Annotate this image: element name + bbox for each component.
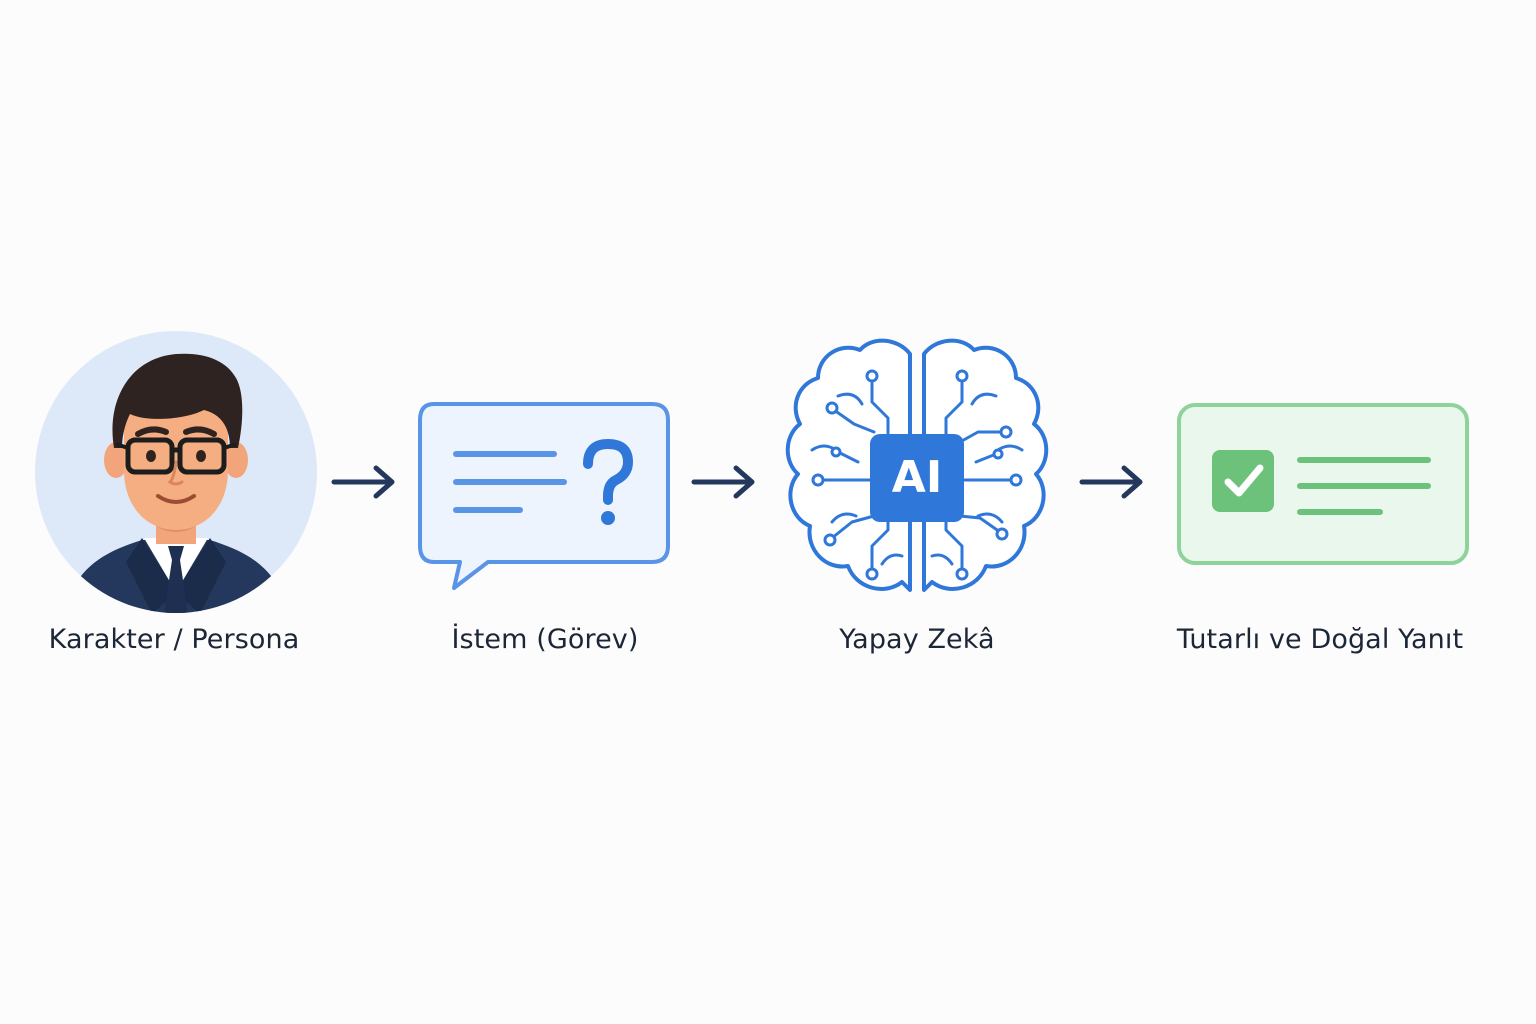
checked-response-card-icon [1176, 402, 1470, 566]
step-label-response: Tutarlı ve Doğal Yanıt [1176, 624, 1464, 655]
speech-bubble-question-icon [416, 400, 674, 594]
flow-arrow-icon [1078, 462, 1148, 506]
step-label-prompt: İstem (Görev) [451, 624, 639, 655]
ai-chip-badge: AI [891, 452, 943, 503]
persona-avatar-icon [34, 330, 318, 614]
flow-arrow-icon [330, 462, 400, 506]
step-label-persona: Karakter / Persona [48, 624, 300, 655]
ai-brain-icon: AI [778, 332, 1056, 606]
step-label-ai: Yapay Zekâ [839, 624, 995, 655]
flow-arrow-icon [690, 462, 760, 506]
